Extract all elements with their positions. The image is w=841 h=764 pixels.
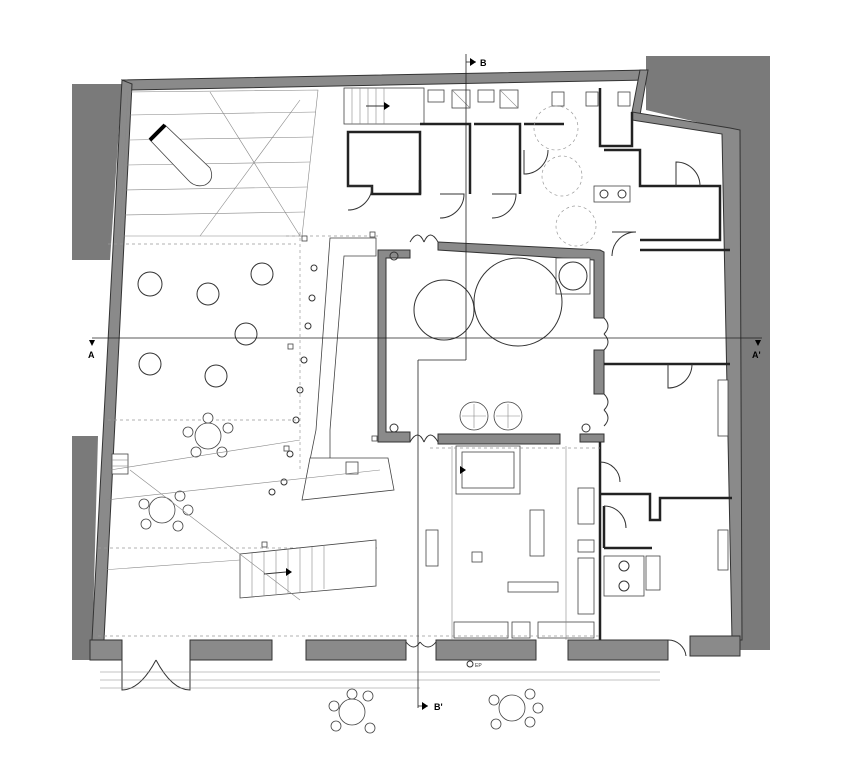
section-label-a-prime: A' — [752, 350, 761, 360]
neighbor-left-top — [72, 84, 122, 260]
panel-tag: EP — [466, 660, 482, 669]
piano-icon — [148, 123, 213, 187]
neighbor-left-bottom — [72, 436, 98, 660]
bar-area — [98, 445, 600, 640]
section-label-a: A — [88, 350, 95, 360]
table-set-3 — [328, 688, 376, 734]
terrace-lines — [101, 439, 381, 601]
panel-tag-label: EP — [475, 663, 482, 669]
section-label-b-prime: B' — [434, 702, 443, 712]
left-bench — [111, 453, 129, 475]
entry-doors — [100, 641, 660, 691]
round-tables — [137, 262, 274, 388]
restroom-block — [346, 88, 722, 257]
table-set-4 — [488, 688, 544, 730]
section-line-a: A A' — [88, 337, 762, 360]
section-line-b: B B' — [417, 54, 487, 712]
right-rooms — [598, 248, 732, 657]
courtyard — [377, 234, 609, 445]
upper-stair — [343, 87, 425, 125]
stage-area — [119, 89, 319, 237]
lower-stair — [239, 539, 377, 599]
table-set-1 — [182, 412, 234, 458]
table-set-2 — [138, 490, 194, 532]
section-label-b: B — [480, 58, 487, 68]
outer-walls — [89, 69, 743, 661]
bollards — [261, 231, 378, 548]
